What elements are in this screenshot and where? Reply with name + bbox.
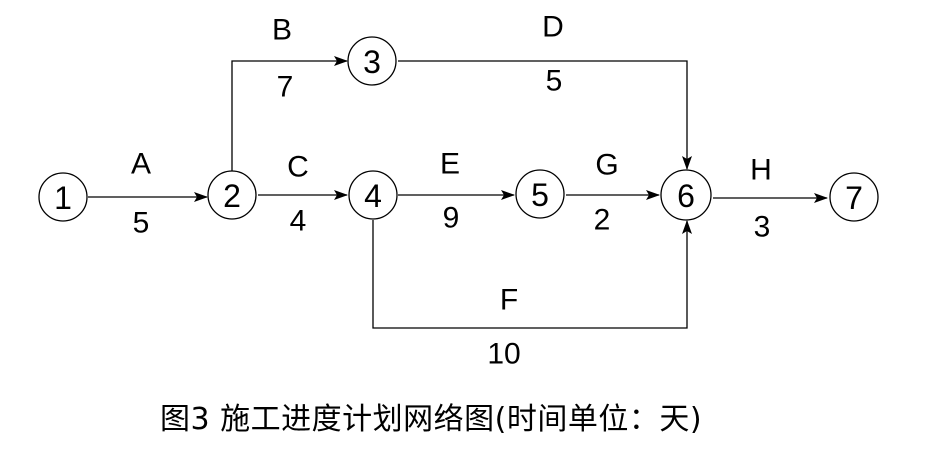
edge-B-line [231,56,348,172]
edge-A-name: A [131,148,151,181]
edge-H-name: H [750,154,772,187]
edge-F-name: F [500,284,518,317]
edge-E-duration: 9 [443,202,460,235]
edge-H-duration: 3 [754,211,771,244]
edge-D-line [398,60,692,170]
node-2-label: 2 [223,178,241,214]
node-6-label: 6 [677,178,695,214]
activity-names: A B C D E F G H [131,11,772,317]
node-3: 3 [347,36,397,86]
edge-D-duration: 5 [546,65,563,98]
node-4: 4 [348,170,398,220]
node-2-circle [207,170,257,220]
node-6-circle [660,169,712,221]
node-3-circle [347,36,397,86]
node-1: 1 [38,172,88,222]
node-7: 7 [829,172,879,222]
node-1-label: 1 [54,180,72,216]
node-5: 5 [515,169,565,219]
nodes: 1 2 3 4 5 6 7 [38,36,879,222]
edge-lines [88,56,828,329]
activity-durations: 5 7 4 5 9 10 2 3 [133,65,771,371]
figure-caption: 图3 施工进度计划网络图(时间单位：天) [160,402,703,437]
edge-F-duration: 10 [487,338,520,371]
edge-C-duration: 4 [290,205,307,238]
edge-C-name: C [287,151,309,184]
node-4-circle [348,170,398,220]
node-3-label: 3 [363,44,381,80]
edge-G-name: G [595,149,618,182]
node-7-label: 7 [845,180,863,216]
node-2: 2 [207,170,257,220]
edge-G-duration: 2 [594,204,611,237]
node-1-circle [38,172,88,222]
edge-B-duration: 7 [277,71,294,104]
node-6: 6 [660,169,712,221]
edge-E-name: E [440,148,460,181]
node-7-circle [829,172,879,222]
edge-F-line [372,220,692,329]
node-4-label: 4 [364,178,382,214]
edge-B-name: B [272,14,292,47]
node-5-circle [515,169,565,219]
edge-D-name: D [542,11,564,44]
node-5-label: 5 [531,177,549,213]
edge-A-duration: 5 [133,207,150,240]
